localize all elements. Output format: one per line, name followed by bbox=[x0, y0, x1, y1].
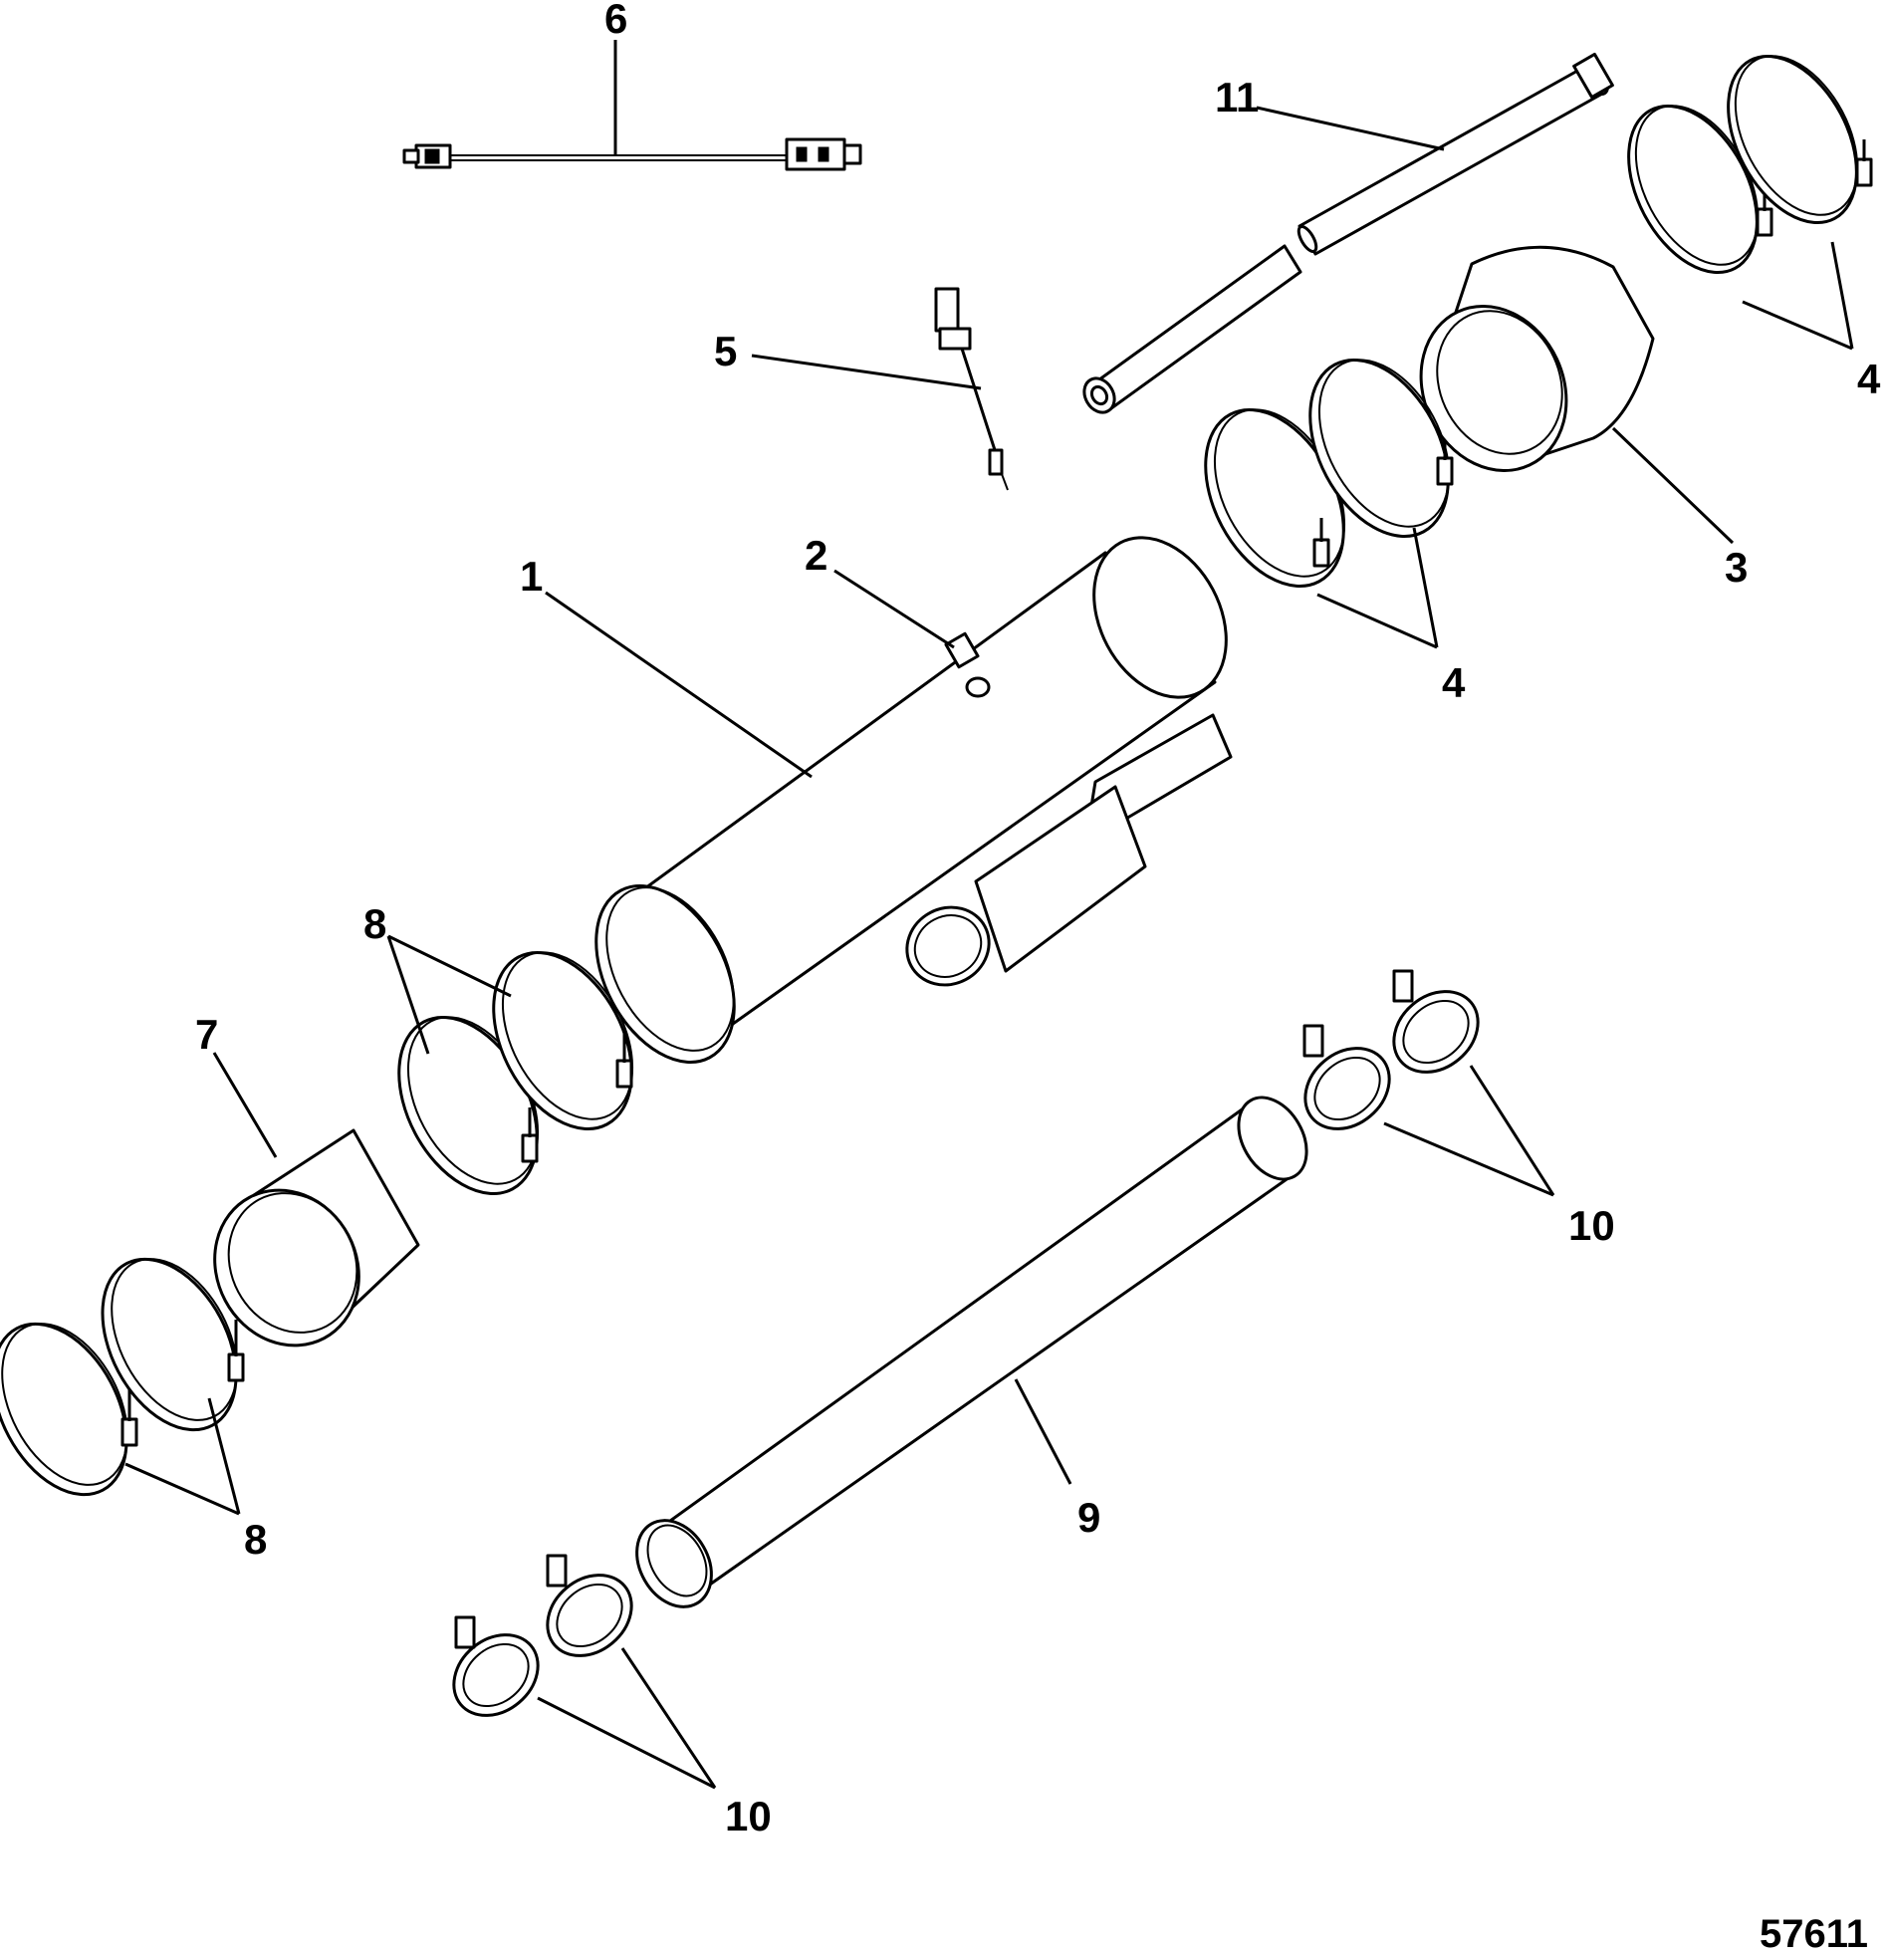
callout-8-lower: 8 bbox=[244, 1516, 267, 1563]
callout-11: 11 bbox=[1215, 74, 1259, 121]
clamp-left-upper-2 bbox=[492, 951, 634, 1130]
wiring-harness bbox=[402, 137, 862, 171]
callout-7: 7 bbox=[195, 1011, 218, 1058]
callout-2: 2 bbox=[805, 532, 827, 579]
clamp-upper-right-1 bbox=[1627, 104, 1773, 275]
hose-clamp-left-1 bbox=[452, 1615, 540, 1717]
callout-6: 6 bbox=[604, 0, 627, 42]
callout-10-right: 10 bbox=[1568, 1202, 1615, 1249]
sensor bbox=[934, 287, 1009, 491]
long-tube bbox=[1082, 52, 1614, 414]
coupler bbox=[1419, 245, 1655, 473]
clamp-middle-2 bbox=[1308, 359, 1454, 538]
hose-clamp-right-2 bbox=[1392, 969, 1480, 1074]
sleeve bbox=[213, 1128, 420, 1348]
callout-4-upper: 4 bbox=[1857, 356, 1881, 402]
callout-3: 3 bbox=[1725, 544, 1748, 591]
callout-9: 9 bbox=[1077, 1494, 1100, 1541]
callout-4-middle: 4 bbox=[1442, 659, 1466, 706]
callout-1: 1 bbox=[520, 553, 543, 600]
clamp-left-lower-1 bbox=[0, 1322, 138, 1497]
clamp-left-upper-1 bbox=[397, 1016, 540, 1195]
clamp-upper-right-2 bbox=[1727, 54, 1873, 225]
figure-number: 57611 bbox=[1760, 1912, 1868, 1956]
hose-clamp-right-1 bbox=[1302, 1024, 1391, 1130]
callout-5: 5 bbox=[714, 328, 737, 374]
hose bbox=[635, 1096, 1308, 1608]
callout-8-upper: 8 bbox=[363, 900, 386, 947]
callout-10-left: 10 bbox=[725, 1793, 772, 1839]
hose-clamp-left-2 bbox=[546, 1554, 633, 1657]
main-y-pipe bbox=[594, 536, 1233, 1064]
clamp-left-lower-2 bbox=[101, 1257, 245, 1432]
leader-lines bbox=[124, 40, 1854, 1790]
